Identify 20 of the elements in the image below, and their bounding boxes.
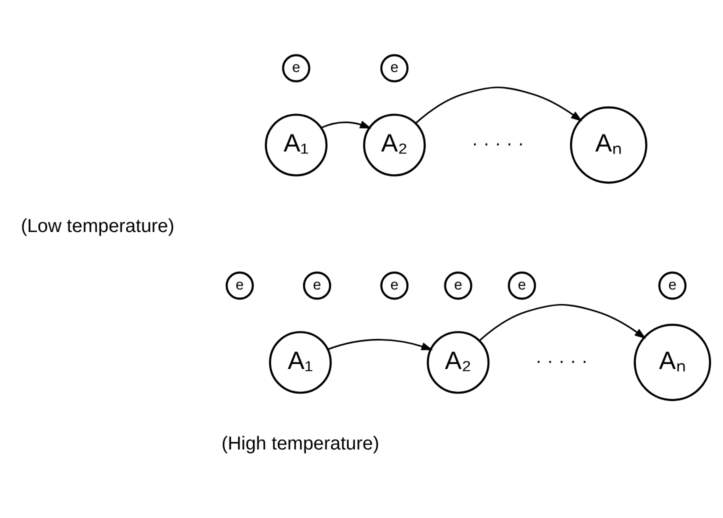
arrow: [328, 338, 433, 350]
label: (High temperature): [221, 432, 380, 454]
node-circle: e: [282, 54, 310, 82]
node-circle: e: [380, 271, 409, 300]
label: · · · · ·: [536, 350, 588, 371]
node-circle: A₂: [363, 113, 426, 176]
node-circle: e: [380, 54, 409, 82]
node-circle: A₁: [269, 330, 332, 394]
node-circle: e: [508, 271, 536, 300]
arrow: [479, 303, 646, 341]
node-circle: e: [302, 271, 332, 300]
node-circle: e: [444, 271, 472, 300]
node-circle: e: [226, 271, 254, 300]
node-circle: A₂: [426, 330, 490, 394]
label: (Low temperature): [20, 214, 174, 236]
node-circle: A₁: [264, 113, 328, 176]
arrow: [320, 120, 372, 128]
node-circle: e: [658, 271, 687, 300]
label: · · · · ·: [472, 132, 524, 154]
arrow: [415, 86, 582, 124]
